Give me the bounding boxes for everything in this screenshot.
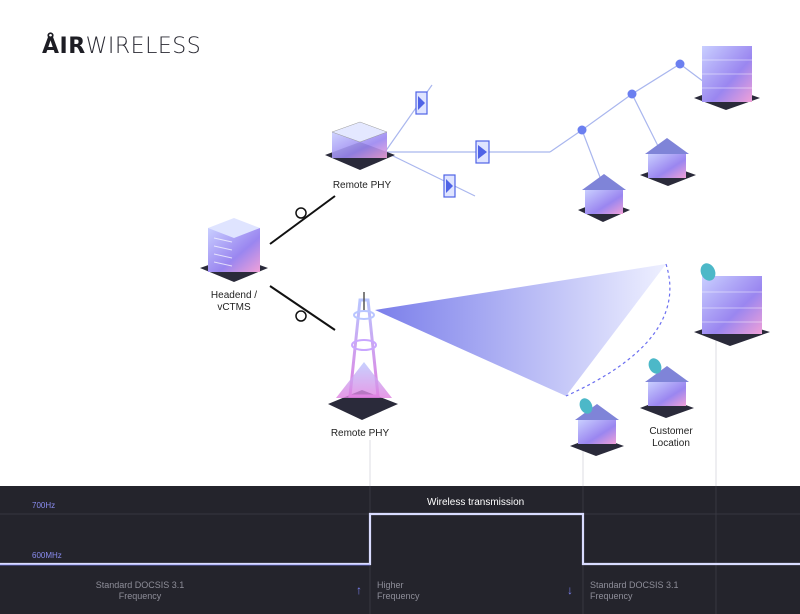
freq-700-label: 700Hz — [32, 501, 56, 510]
customer-house-icon-2 — [570, 398, 624, 456]
headend-label-line1: Headend / — [210, 290, 258, 301]
higher-line1: Higher — [377, 580, 404, 590]
headend-rack-icon — [200, 218, 268, 282]
cell-tower-icon — [328, 292, 398, 420]
headend-label: Headend / vCTMS — [194, 290, 274, 314]
apartment-building-icon-2 — [694, 263, 770, 346]
higher-line2: Frequency — [377, 591, 420, 601]
remote-phy-tower-label: Remote PHY — [330, 428, 390, 439]
headend-label-line2: vCTMS — [217, 302, 251, 313]
customer-label-line2: Location — [652, 438, 690, 449]
customer-location-label: Customer Location — [631, 426, 711, 450]
amplifier-icons — [415, 91, 490, 198]
docsis-right-label: Standard DOCSIS 3.1 Frequency — [590, 580, 679, 602]
network-nodes — [577, 59, 685, 135]
remote-phy-device-icon — [325, 121, 395, 170]
up-arrow-icon: ↑ — [356, 583, 362, 597]
docsis-right-line1: Standard DOCSIS 3.1 — [590, 580, 679, 590]
wireless-transmission-label: Wireless transmission — [427, 497, 525, 508]
fiber-link-top — [269, 195, 336, 245]
docsis-right-line2: Frequency — [590, 591, 633, 601]
house-icon-2 — [640, 138, 696, 186]
wireless-beam — [375, 263, 671, 397]
higher-frequency-label: Higher Frequency — [377, 580, 420, 602]
docsis-left-line2: Frequency — [118, 591, 162, 601]
apartment-building-icon-1 — [694, 46, 760, 110]
customer-house-icon-1 — [640, 358, 694, 418]
frequency-band — [0, 486, 800, 614]
docsis-left-label: Standard DOCSIS 3.1 Frequency — [70, 580, 210, 602]
signal-line — [0, 512, 800, 566]
freq-600-label: 600MHz — [32, 551, 62, 560]
air-wireless-logo: ÅIRWIRELESS — [42, 34, 202, 59]
house-icon-1 — [578, 174, 630, 222]
remote-phy-top-label: Remote PHY — [332, 180, 392, 191]
customer-label-line1: Customer — [649, 426, 693, 437]
docsis-left-line1: Standard DOCSIS 3.1 — [95, 580, 185, 590]
down-arrow-icon: ↓ — [567, 583, 573, 597]
fiber-link-bottom — [269, 285, 336, 331]
